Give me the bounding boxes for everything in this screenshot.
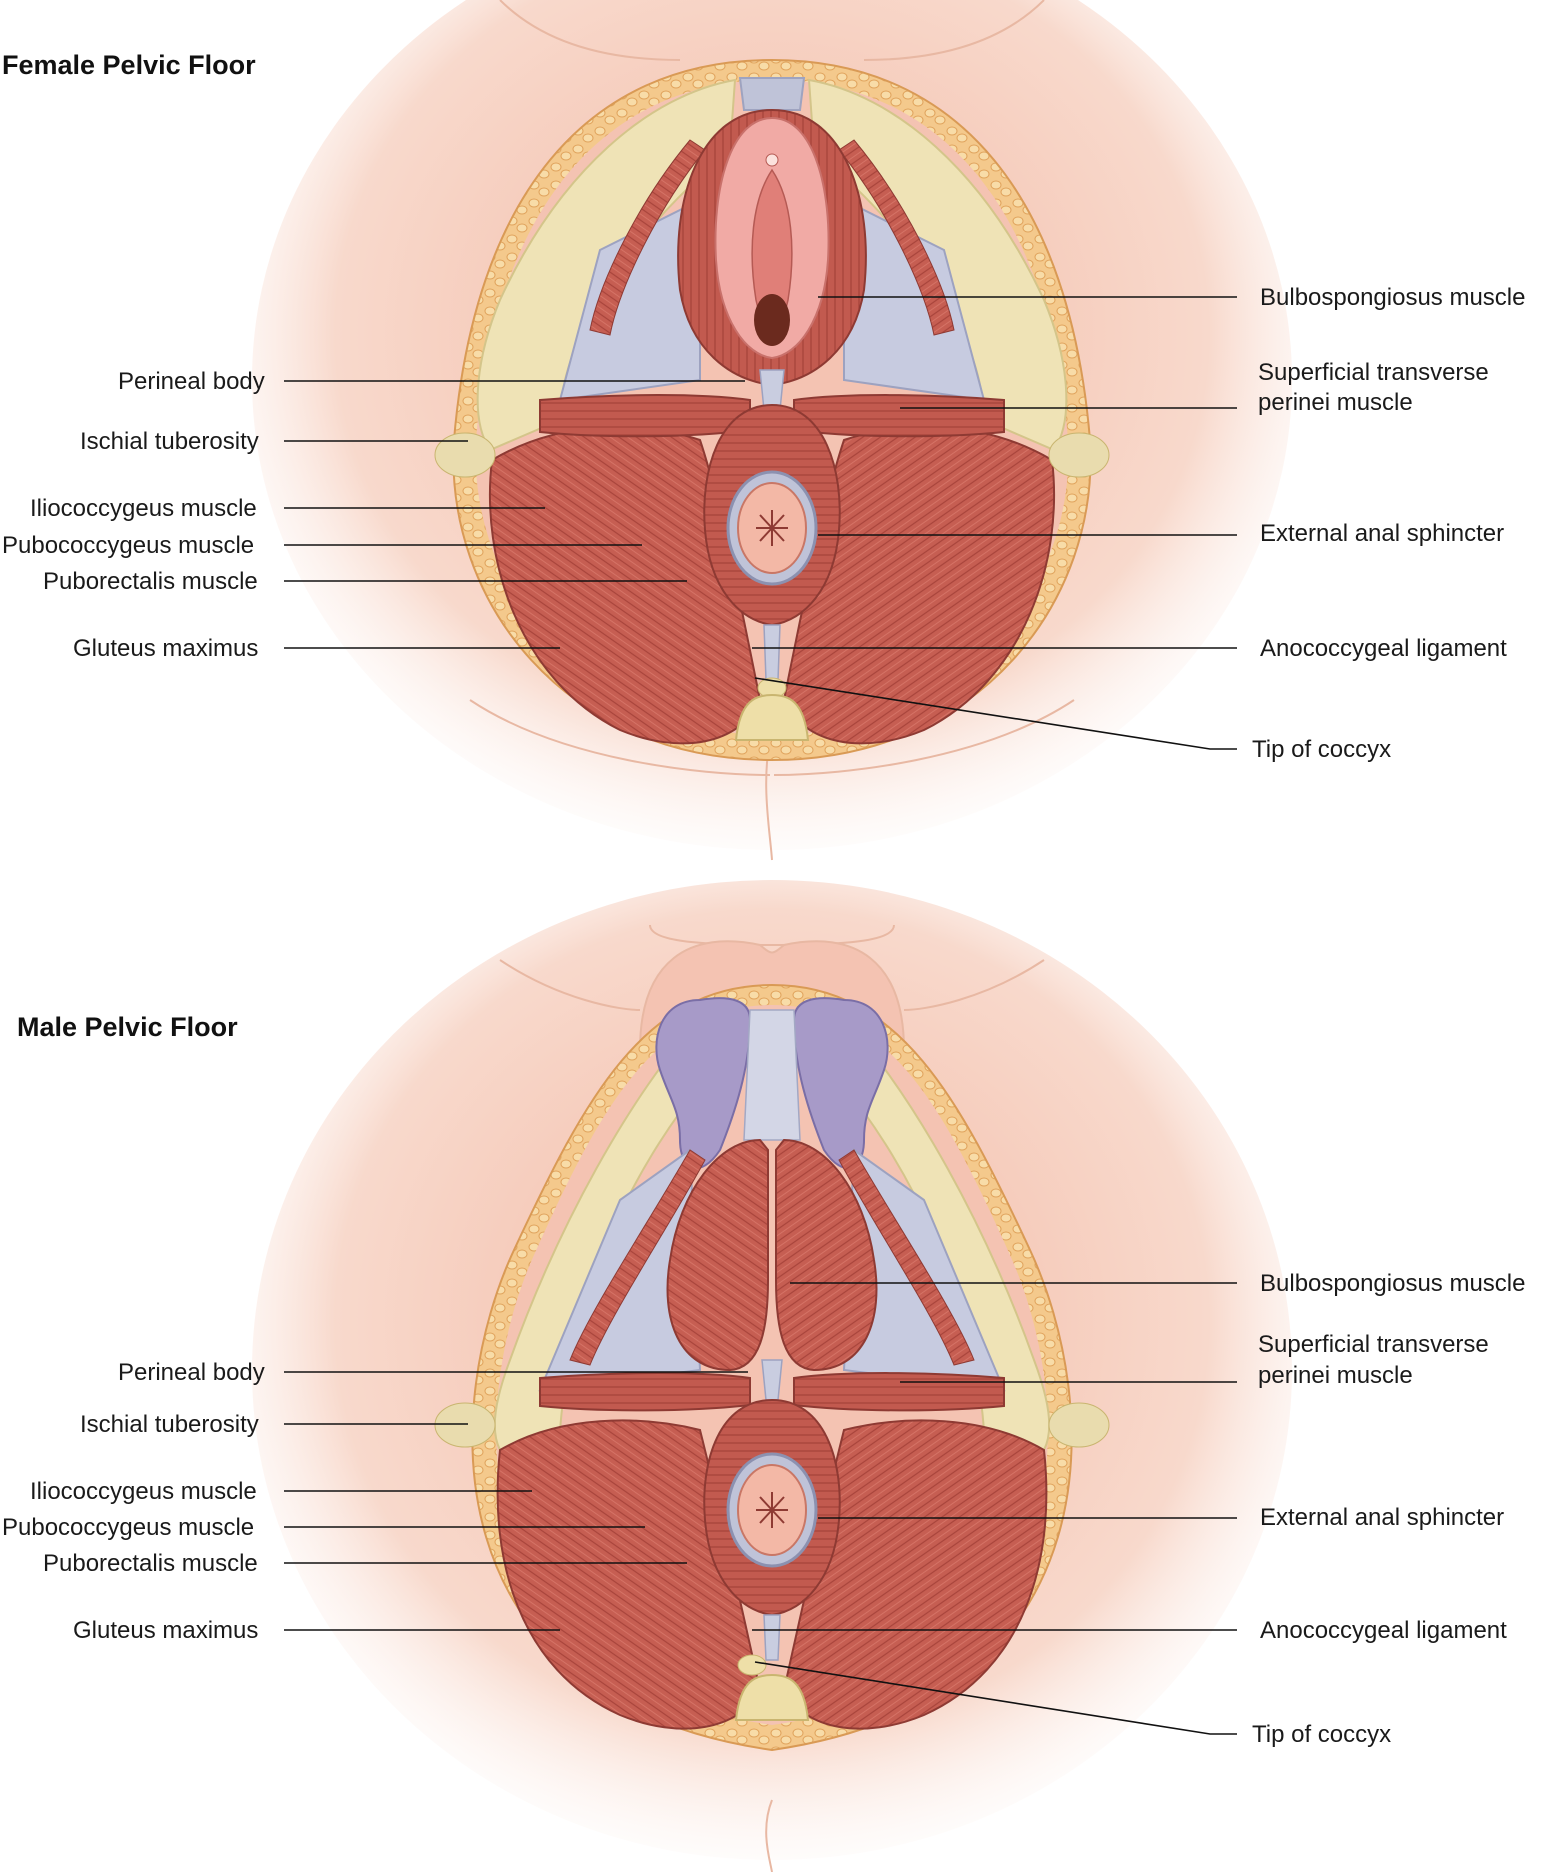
male-bulbospongiosus-right bbox=[775, 1138, 878, 1372]
female-label-tip-of-coccyx: Tip of coccyx bbox=[1252, 736, 1391, 763]
female-label-ischial-tuberosity: Ischial tuberosity bbox=[80, 428, 259, 455]
female-label-iliococcygeus: Iliococcygeus muscle bbox=[30, 495, 257, 522]
male-label-anococcygeal-ligament: Anococcygeal ligament bbox=[1260, 1617, 1507, 1644]
female-label-superficial-transverse-1: Superficial transverse bbox=[1258, 359, 1489, 386]
female-label-puborectalis: Puborectalis muscle bbox=[43, 568, 258, 595]
male-labels: Perineal body Ischial tuberosity Iliococ… bbox=[2, 1270, 1526, 1748]
male-label-iliococcygeus: Iliococcygeus muscle bbox=[30, 1478, 257, 1505]
male-bulbospongiosus-left bbox=[666, 1138, 769, 1372]
male-label-superficial-transverse-2: perinei muscle bbox=[1258, 1362, 1413, 1389]
female-label-perineal-body: Perineal body bbox=[118, 368, 265, 395]
male-label-gluteus-maximus: Gluteus maximus bbox=[73, 1617, 258, 1644]
female-panel-title: Female Pelvic Floor bbox=[2, 50, 256, 80]
female-label-gluteus-maximus: Gluteus maximus bbox=[73, 635, 258, 662]
female-label-external-anal-sphincter: External anal sphincter bbox=[1260, 520, 1504, 547]
female-label-bulbospongiosus: Bulbospongiosus muscle bbox=[1260, 284, 1526, 311]
male-label-tip-of-coccyx: Tip of coccyx bbox=[1252, 1721, 1391, 1748]
female-panel: Female Pelvic Floor bbox=[2, 0, 1292, 861]
female-labels: Perineal body Ischial tuberosity Iliococ… bbox=[2, 284, 1526, 763]
male-label-perineal-body: Perineal body bbox=[118, 1359, 265, 1386]
male-label-external-anal-sphincter: External anal sphincter bbox=[1260, 1504, 1504, 1531]
male-label-bulbospongiosus: Bulbospongiosus muscle bbox=[1260, 1270, 1526, 1297]
female-label-pubococcygeus: Pubococcygeus muscle bbox=[2, 532, 254, 559]
female-label-anococcygeal-ligament: Anococcygeal ligament bbox=[1260, 635, 1507, 662]
male-label-pubococcygeus: Pubococcygeus muscle bbox=[2, 1514, 254, 1541]
male-panel-title: Male Pelvic Floor bbox=[17, 1012, 238, 1042]
female-label-superficial-transverse-2: perinei muscle bbox=[1258, 389, 1413, 416]
male-label-ischial-tuberosity: Ischial tuberosity bbox=[80, 1411, 259, 1438]
male-label-puborectalis: Puborectalis muscle bbox=[43, 1550, 258, 1577]
male-label-superficial-transverse-1: Superficial transverse bbox=[1258, 1331, 1489, 1358]
male-panel: Male Pelvic Floor bbox=[17, 880, 1292, 1872]
